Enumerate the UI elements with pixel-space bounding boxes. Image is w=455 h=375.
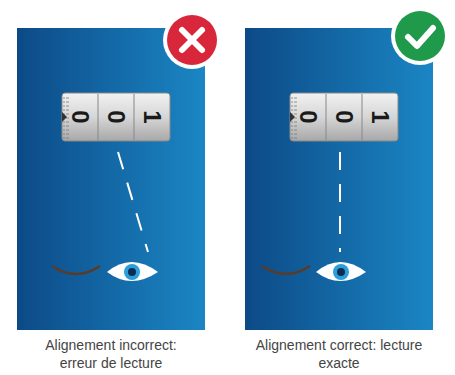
sight-line	[339, 152, 341, 252]
wrong-badge	[163, 11, 221, 69]
panel	[245, 28, 433, 330]
counter-digit: 1	[137, 102, 167, 132]
caption: Alignement incorrect: erreur de lecture	[26, 336, 196, 372]
correct-badge	[391, 7, 449, 65]
counter-digit: 0	[293, 102, 323, 132]
eyes	[262, 262, 366, 281]
sight-line	[118, 152, 148, 252]
panel	[17, 28, 205, 330]
counter-digit: 0	[101, 102, 131, 132]
counter-digit: 0	[65, 102, 95, 132]
counter	[62, 93, 170, 141]
counter-digit: 0	[329, 102, 359, 132]
eyes	[52, 262, 158, 281]
counter-digit: 1	[365, 102, 395, 132]
caption: Alignement correct: lecture exacte	[254, 336, 424, 372]
counter	[290, 93, 398, 141]
